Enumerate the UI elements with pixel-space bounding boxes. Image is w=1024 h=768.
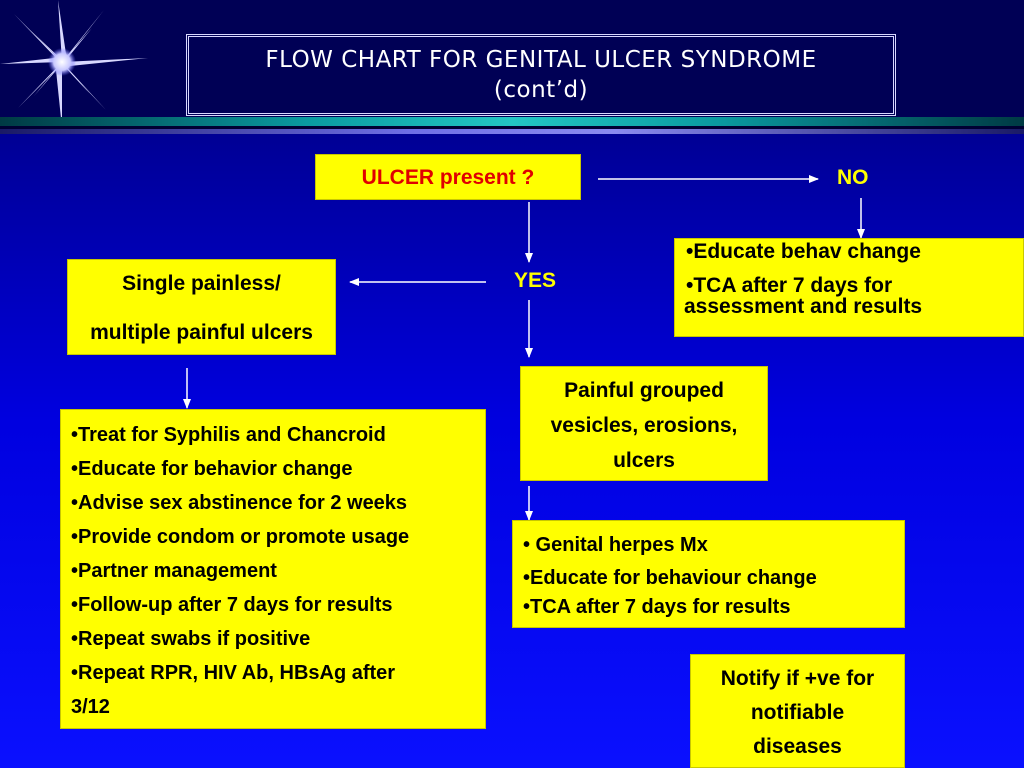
syphilis-action-3: •Advise sex abstinence for 2 weeks (71, 492, 408, 514)
herpes-action-1: • Genital herpes Mx (523, 534, 708, 556)
title-line-2: (cont’d) (493, 77, 589, 103)
syphilis-action-6: •Follow-up after 7 days for results (71, 594, 393, 616)
painful-grouped-line-2: vesicles, erosions, (550, 414, 738, 437)
syphilis-actions-box: •Treat for Syphilis and Chancroid •Educa… (60, 409, 486, 729)
herpes-actions-box: • Genital herpes Mx •Educate for behavio… (512, 520, 905, 628)
slide-title: FLOW CHART FOR GENITAL ULCER SYNDROME (c… (186, 34, 896, 116)
ulcer-question-box: ULCER present ? (315, 154, 581, 200)
yes-label: YES (514, 269, 557, 292)
syphilis-action-4: •Provide condom or promote usage (71, 526, 410, 548)
syphilis-action-2: •Educate for behavior change (71, 458, 353, 480)
syphilis-action-5: •Partner management (71, 560, 277, 582)
divider-band-light (0, 129, 1024, 134)
syphilis-action-1: •Treat for Syphilis and Chancroid (71, 424, 386, 446)
notify-box: Notify if +ve for notifiable diseases (690, 654, 905, 768)
notify-line-3: diseases (753, 735, 842, 758)
divider-band-dark (0, 126, 1024, 129)
herpes-action-3: •TCA after 7 days for results (523, 596, 791, 618)
no-label: NO (837, 166, 869, 189)
syphilis-action-8: •Repeat RPR, HIV Ab, HBsAg after (71, 662, 396, 684)
painful-grouped-line-1: Painful grouped (564, 379, 724, 402)
no-action-3: assessment and results (684, 295, 923, 318)
single-painless-line-1: Single painless/ (122, 272, 281, 295)
divider-band (0, 117, 1024, 126)
syphilis-action-9: 3/12 (71, 696, 110, 718)
single-painless-line-2: multiple painful ulcers (90, 321, 313, 344)
notify-line-2: notifiable (750, 701, 845, 724)
no-action-1: •Educate behav change (686, 240, 921, 263)
no-actions-box: •Educate behav change •TCA after 7 days … (674, 238, 1024, 337)
title-line-1: FLOW CHART FOR GENITAL ULCER SYNDROME (265, 47, 817, 73)
no-action-2: •TCA after 7 days for (686, 274, 893, 297)
title-banner (0, 0, 1024, 122)
ulcer-question-text: ULCER present ? (361, 166, 535, 189)
syphilis-action-7: •Repeat swabs if positive (71, 628, 311, 650)
star-burst-icon (0, 0, 148, 128)
painful-grouped-line-3: ulcers (613, 449, 675, 472)
painful-grouped-box: Painful grouped vesicles, erosions, ulce… (520, 366, 768, 481)
herpes-action-2: •Educate for behaviour change (523, 567, 817, 589)
single-painless-box: Single painless/ multiple painful ulcers (67, 259, 336, 355)
notify-line-1: Notify if +ve for (720, 667, 875, 690)
